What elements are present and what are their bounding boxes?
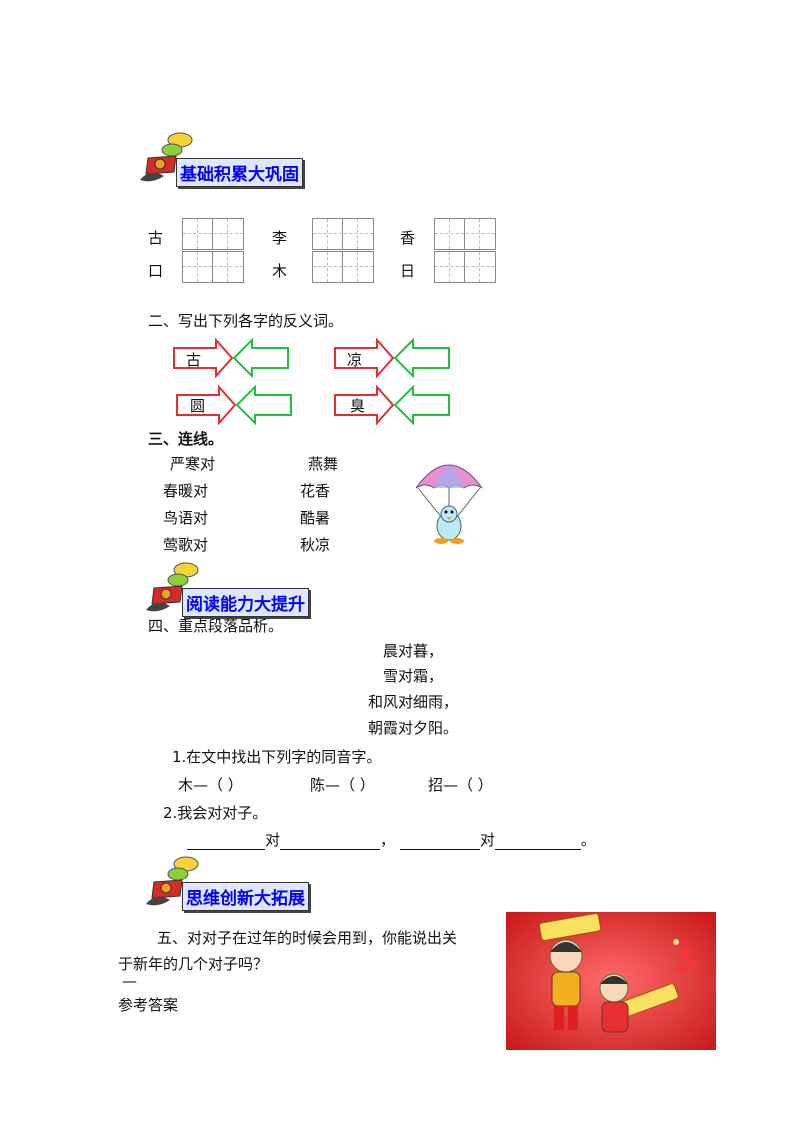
- blank-line[interactable]: [187, 833, 265, 850]
- section-header-reading: 阅读能力大提升: [142, 562, 342, 620]
- dui-char: 对: [479, 831, 495, 849]
- part4-heading: 四、重点段落品析。: [148, 617, 284, 635]
- part3-heading: 三、连线。: [148, 430, 224, 448]
- red-arrow-icon: [334, 338, 450, 378]
- dui-char: 对: [265, 831, 281, 849]
- antonym-answer-box[interactable]: [255, 395, 285, 413]
- part2-heading: 二、写出下列各字的反义词。: [148, 312, 344, 330]
- char-label: 李: [272, 229, 288, 247]
- char-label: 口: [148, 262, 164, 280]
- section-title: 基础积累大巩固: [176, 158, 303, 187]
- homophone-item[interactable]: 陈—（ ）: [310, 776, 375, 794]
- antonym-answer-box[interactable]: [413, 395, 443, 413]
- blank-line[interactable]: [399, 833, 480, 850]
- writing-grid[interactable]: [182, 251, 244, 283]
- antonym-answer-box[interactable]: [413, 349, 443, 367]
- section-title: 阅读能力大提升: [182, 588, 309, 617]
- match-right-item[interactable]: 燕舞: [308, 455, 339, 473]
- firecracker-icon: [140, 132, 193, 182]
- dash-mark: —: [122, 972, 137, 990]
- firecracker-icon: [146, 856, 199, 906]
- match-left-item[interactable]: 莺歌对: [163, 536, 209, 554]
- section-header-thinking: 思维创新大拓展: [142, 856, 342, 914]
- parachute-penguin-icon: [415, 464, 483, 544]
- poem-line: 晨对暮，: [383, 642, 444, 660]
- red-arrow-icon: [176, 385, 292, 425]
- antonym-word: 圆: [190, 397, 206, 415]
- writing-grid[interactable]: [434, 218, 496, 250]
- match-left-item[interactable]: 春暖对: [163, 482, 209, 500]
- answer-label: 参考答案: [118, 996, 179, 1014]
- firecracker-icon: [146, 562, 199, 612]
- homophone-item[interactable]: 招—（ ）: [428, 776, 493, 794]
- period: 。: [580, 831, 596, 849]
- homophone-item[interactable]: 木—（ ）: [178, 776, 243, 794]
- new-year-children-illustration: [506, 912, 716, 1050]
- writing-grid[interactable]: [182, 218, 244, 250]
- blank-line[interactable]: [494, 833, 581, 850]
- couplet-blanks-row: 对 ， 对 。: [187, 829, 596, 850]
- char-label: 木: [272, 262, 288, 280]
- antonym-answer-box[interactable]: [252, 349, 282, 367]
- char-label: 香: [400, 229, 416, 247]
- char-label: 日: [400, 262, 416, 280]
- red-arrow-icon: [173, 338, 289, 378]
- writing-grid[interactable]: [434, 251, 496, 283]
- writing-grid[interactable]: [312, 218, 374, 250]
- antonym-word: 凉: [347, 351, 363, 369]
- match-left-item[interactable]: 严寒对: [170, 455, 216, 473]
- match-left-item[interactable]: 鸟语对: [163, 509, 209, 527]
- section-header-basic: 基础积累大巩固: [136, 132, 336, 190]
- blank-line[interactable]: [280, 833, 381, 850]
- poem-line: 朝霞对夕阳。: [368, 719, 459, 737]
- part5-question-line: 于新年的几个对子吗？: [118, 955, 269, 973]
- antonym-word: 古: [186, 351, 202, 369]
- match-right-item[interactable]: 秋凉: [300, 536, 331, 554]
- writing-grid[interactable]: [312, 251, 374, 283]
- match-right-item[interactable]: 酷暑: [300, 509, 331, 527]
- comma: ，: [380, 831, 396, 849]
- poem-line: 和风对细雨，: [368, 693, 459, 711]
- section-title: 思维创新大拓展: [182, 882, 309, 911]
- question-1: 1.在文中找出下列字的同音字。: [172, 748, 382, 766]
- char-label: 古: [148, 229, 164, 247]
- part5-question-line: 五、对对子在过年的时候会用到，你能说出关: [157, 929, 458, 947]
- poem-line: 雪对霜，: [383, 667, 444, 685]
- question-2: 2.我会对对子。: [163, 804, 268, 822]
- red-arrow-icon: [334, 385, 450, 425]
- antonym-word: 臭: [350, 397, 366, 415]
- match-right-item[interactable]: 花香: [300, 482, 331, 500]
